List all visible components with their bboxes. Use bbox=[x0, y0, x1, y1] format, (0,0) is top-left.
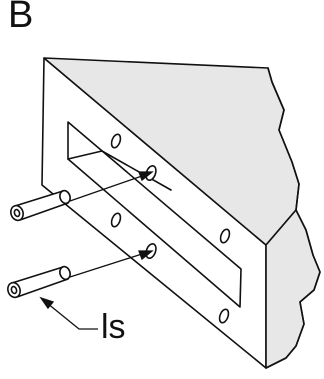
insertion-arrowhead-lower bbox=[138, 250, 154, 261]
insertion-arrow-upper bbox=[69, 175, 143, 202]
hole-top-right bbox=[219, 228, 231, 244]
panel-label: B bbox=[8, 0, 34, 36]
callout-label: ls bbox=[101, 308, 126, 346]
block-broken-edge bbox=[265, 67, 321, 369]
hole-top-left bbox=[110, 133, 122, 149]
hole-bottom-left bbox=[110, 212, 122, 228]
slot-recess bbox=[67, 121, 242, 308]
insertion-arrow-lower bbox=[69, 253, 143, 278]
insertion-arrowhead-upper bbox=[138, 171, 154, 182]
dowel-pin-lower bbox=[7, 265, 71, 299]
dowel-pin-upper bbox=[10, 189, 71, 222]
hole-bottom-right bbox=[218, 308, 230, 324]
callout-leader-arrowhead bbox=[39, 296, 55, 310]
callout-leader-line bbox=[46, 302, 98, 330]
